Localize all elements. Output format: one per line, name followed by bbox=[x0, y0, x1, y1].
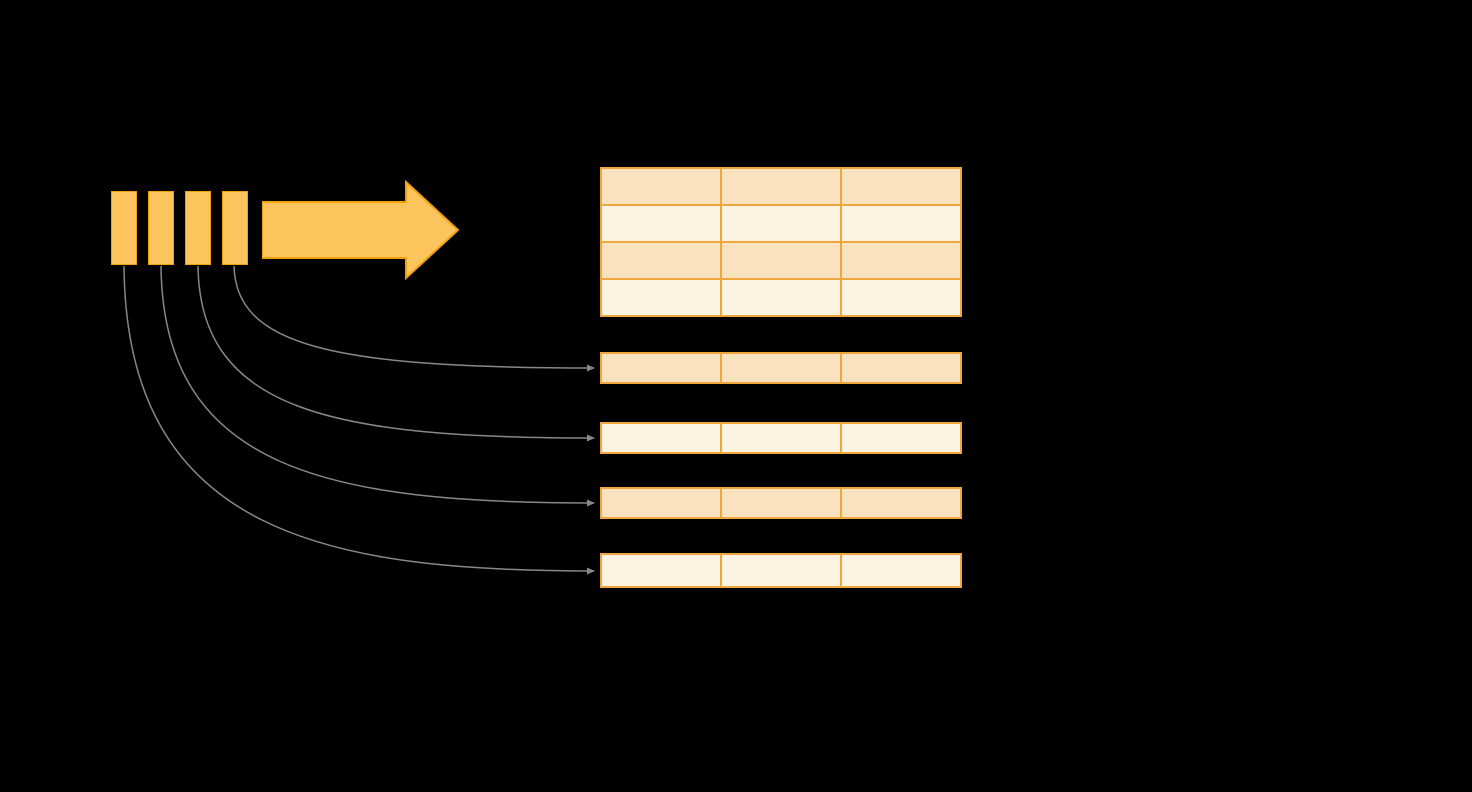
table-cell bbox=[602, 555, 720, 586]
table-cell bbox=[722, 243, 840, 278]
table-cell bbox=[602, 424, 720, 452]
row-table-2 bbox=[600, 422, 962, 454]
table-cell bbox=[602, 354, 720, 382]
table-cell bbox=[842, 243, 960, 278]
table-cell bbox=[722, 555, 840, 586]
connector-arrow-3 bbox=[160, 265, 595, 507]
row-table-3 bbox=[600, 487, 962, 519]
connector-arrow-4 bbox=[123, 265, 595, 575]
connector-arrow-2 bbox=[197, 265, 595, 442]
stream-bar-4 bbox=[222, 191, 248, 265]
stream-bar-2 bbox=[148, 191, 174, 265]
table-cell bbox=[842, 424, 960, 452]
row-table-1 bbox=[600, 352, 962, 384]
table-cell bbox=[842, 280, 960, 315]
table-cell bbox=[722, 489, 840, 517]
table-cell bbox=[842, 206, 960, 241]
table-cell bbox=[842, 555, 960, 586]
table-cell bbox=[722, 424, 840, 452]
table-cell bbox=[602, 280, 720, 315]
table-cell bbox=[722, 169, 840, 204]
table-cell bbox=[722, 206, 840, 241]
table-cell bbox=[722, 354, 840, 382]
table-cell bbox=[842, 169, 960, 204]
flow-arrow-icon bbox=[262, 180, 460, 280]
table-cell bbox=[722, 280, 840, 315]
table-cell bbox=[602, 489, 720, 517]
main-table bbox=[600, 167, 962, 317]
stream-bar-3 bbox=[185, 191, 211, 265]
table-cell bbox=[842, 354, 960, 382]
connector-arrow-1 bbox=[233, 265, 595, 372]
table-cell bbox=[602, 169, 720, 204]
table-cell bbox=[602, 243, 720, 278]
table-cell bbox=[842, 489, 960, 517]
table-cell bbox=[602, 206, 720, 241]
stream-bar-1 bbox=[111, 191, 137, 265]
row-table-4 bbox=[600, 553, 962, 588]
